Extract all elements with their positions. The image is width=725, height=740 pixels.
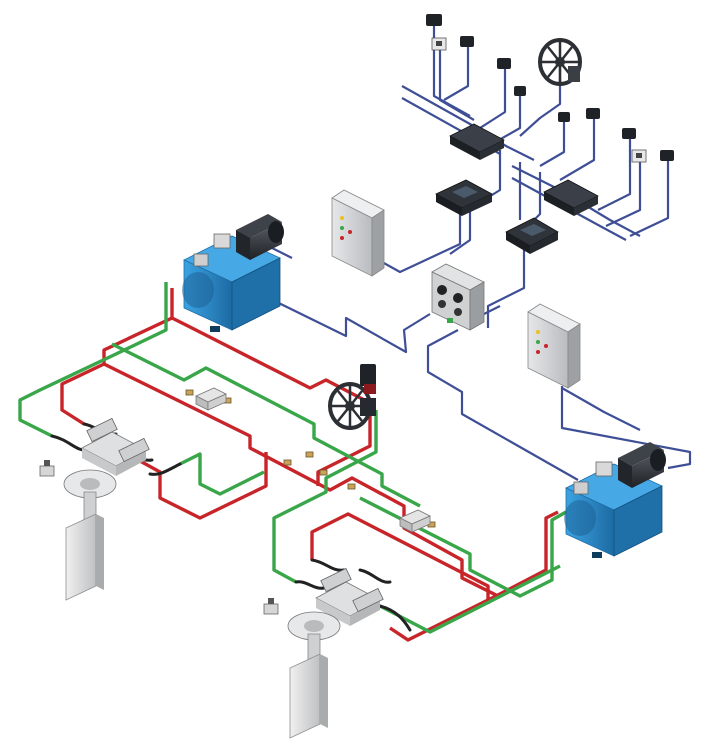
cable-lever-8 bbox=[597, 136, 632, 211]
control-lever-icon bbox=[460, 36, 474, 47]
signal-cables bbox=[239, 24, 692, 481]
cable-lever-4 bbox=[479, 66, 507, 129]
pressure-pipes bbox=[60, 288, 559, 642]
red-pipe-left-main bbox=[60, 288, 174, 426]
cable-autopilot-to-gauge bbox=[449, 206, 472, 255]
rudder-left bbox=[65, 513, 104, 601]
steering-gear-right bbox=[263, 558, 412, 667]
cable-wheel-top bbox=[519, 62, 562, 137]
control-levers bbox=[426, 14, 674, 163]
cable-lever-3 bbox=[443, 44, 470, 101]
fitting bbox=[185, 389, 194, 396]
green-pipe-top-run bbox=[111, 342, 421, 508]
indicator-light-icon bbox=[340, 236, 344, 240]
motor-icon bbox=[236, 214, 284, 260]
cable-autopilot-to-cabinet bbox=[381, 208, 462, 274]
valve-block-upper bbox=[195, 387, 227, 411]
control-lever-icon bbox=[586, 108, 600, 119]
cable-lever-2 bbox=[438, 48, 475, 121]
emergency-helm-wheel-icon bbox=[328, 382, 376, 430]
gauge-icon bbox=[453, 293, 463, 303]
cable-gauge-to-left-hpu bbox=[239, 283, 431, 354]
control-switch-icon bbox=[631, 149, 647, 163]
autopilot-unit-1 bbox=[435, 179, 493, 216]
red-pipe-lower-loop bbox=[310, 512, 490, 604]
motor-icon bbox=[618, 442, 666, 488]
indicator-light-icon bbox=[536, 350, 540, 354]
ram-cylinder-icon bbox=[320, 567, 352, 593]
junction-box-left bbox=[449, 123, 505, 160]
starter-cabinet-1 bbox=[331, 189, 385, 277]
ram-cylinder-icon bbox=[118, 437, 150, 463]
cable-lever-6 bbox=[559, 116, 596, 181]
fitting bbox=[347, 483, 356, 490]
valve-manifold-icon bbox=[193, 253, 209, 267]
ram-cylinder-icon bbox=[352, 587, 384, 613]
fitting bbox=[283, 459, 292, 466]
ram-cylinder-icon bbox=[86, 417, 118, 443]
cable-lever-9 bbox=[605, 160, 642, 227]
cable-cabinet2-to-hpu-2 bbox=[561, 387, 641, 431]
hydraulic-power-unit-left bbox=[182, 214, 284, 332]
feedback-unit-icon bbox=[39, 460, 55, 477]
steering-gear-left bbox=[39, 417, 182, 525]
bridge-helm-wheel-icon bbox=[538, 38, 582, 86]
indicator-light-icon bbox=[348, 230, 352, 234]
control-lever-icon bbox=[558, 112, 570, 122]
control-switch-icon bbox=[431, 37, 447, 51]
green-pipe-left-main bbox=[18, 282, 168, 438]
green-pipe-emergency bbox=[272, 410, 378, 584]
control-lever-icon bbox=[426, 14, 442, 26]
red-pipe-cross bbox=[119, 448, 268, 520]
emergency-pump-icon bbox=[360, 364, 376, 394]
fitting bbox=[305, 451, 314, 458]
indicator-light-icon bbox=[340, 226, 344, 230]
indicator-light-icon bbox=[536, 340, 540, 344]
valve-manifold-icon bbox=[573, 481, 589, 495]
control-lever-icon bbox=[660, 150, 674, 161]
gauge-icon bbox=[437, 285, 447, 295]
indicator-light-icon bbox=[544, 344, 548, 348]
indicator-light-icon bbox=[340, 216, 344, 220]
cable-autopilot-down bbox=[486, 240, 526, 328]
return-pipes bbox=[18, 282, 567, 634]
cable-lever-7 bbox=[539, 118, 566, 167]
gauge-icon bbox=[454, 308, 462, 316]
red-pipe-emergency bbox=[316, 412, 372, 486]
autopilot-unit-2 bbox=[505, 217, 559, 254]
control-lever-icon bbox=[622, 128, 636, 139]
fitting bbox=[319, 469, 328, 476]
rudder-right bbox=[289, 653, 328, 739]
cable-cabinet2-to-hpu bbox=[560, 386, 692, 470]
indicator-light-icon bbox=[536, 330, 540, 334]
valve-manifold-icon bbox=[595, 461, 613, 477]
cable-lever-10 bbox=[629, 158, 670, 237]
junction-box-right bbox=[543, 179, 599, 216]
starter-cabinet-2 bbox=[527, 303, 581, 389]
red-pipe-lower-return bbox=[389, 510, 559, 642]
valve-manifold-icon bbox=[213, 233, 231, 249]
valve-block-lower bbox=[399, 509, 431, 533]
green-pipe-cross bbox=[179, 452, 265, 496]
cable-gauge-to-right-hpu bbox=[426, 329, 579, 481]
red-pipe-left-run bbox=[103, 362, 499, 598]
hydraulic-power-unit-right bbox=[564, 442, 666, 558]
green-pipe-lower bbox=[359, 496, 567, 598]
feedback-unit-icon bbox=[263, 598, 279, 615]
control-lever-icon bbox=[497, 58, 511, 69]
red-pipe-left-loop bbox=[171, 316, 373, 406]
control-lever-icon bbox=[514, 86, 526, 96]
gauge-panel bbox=[431, 263, 485, 331]
gauge-icon bbox=[438, 300, 446, 308]
